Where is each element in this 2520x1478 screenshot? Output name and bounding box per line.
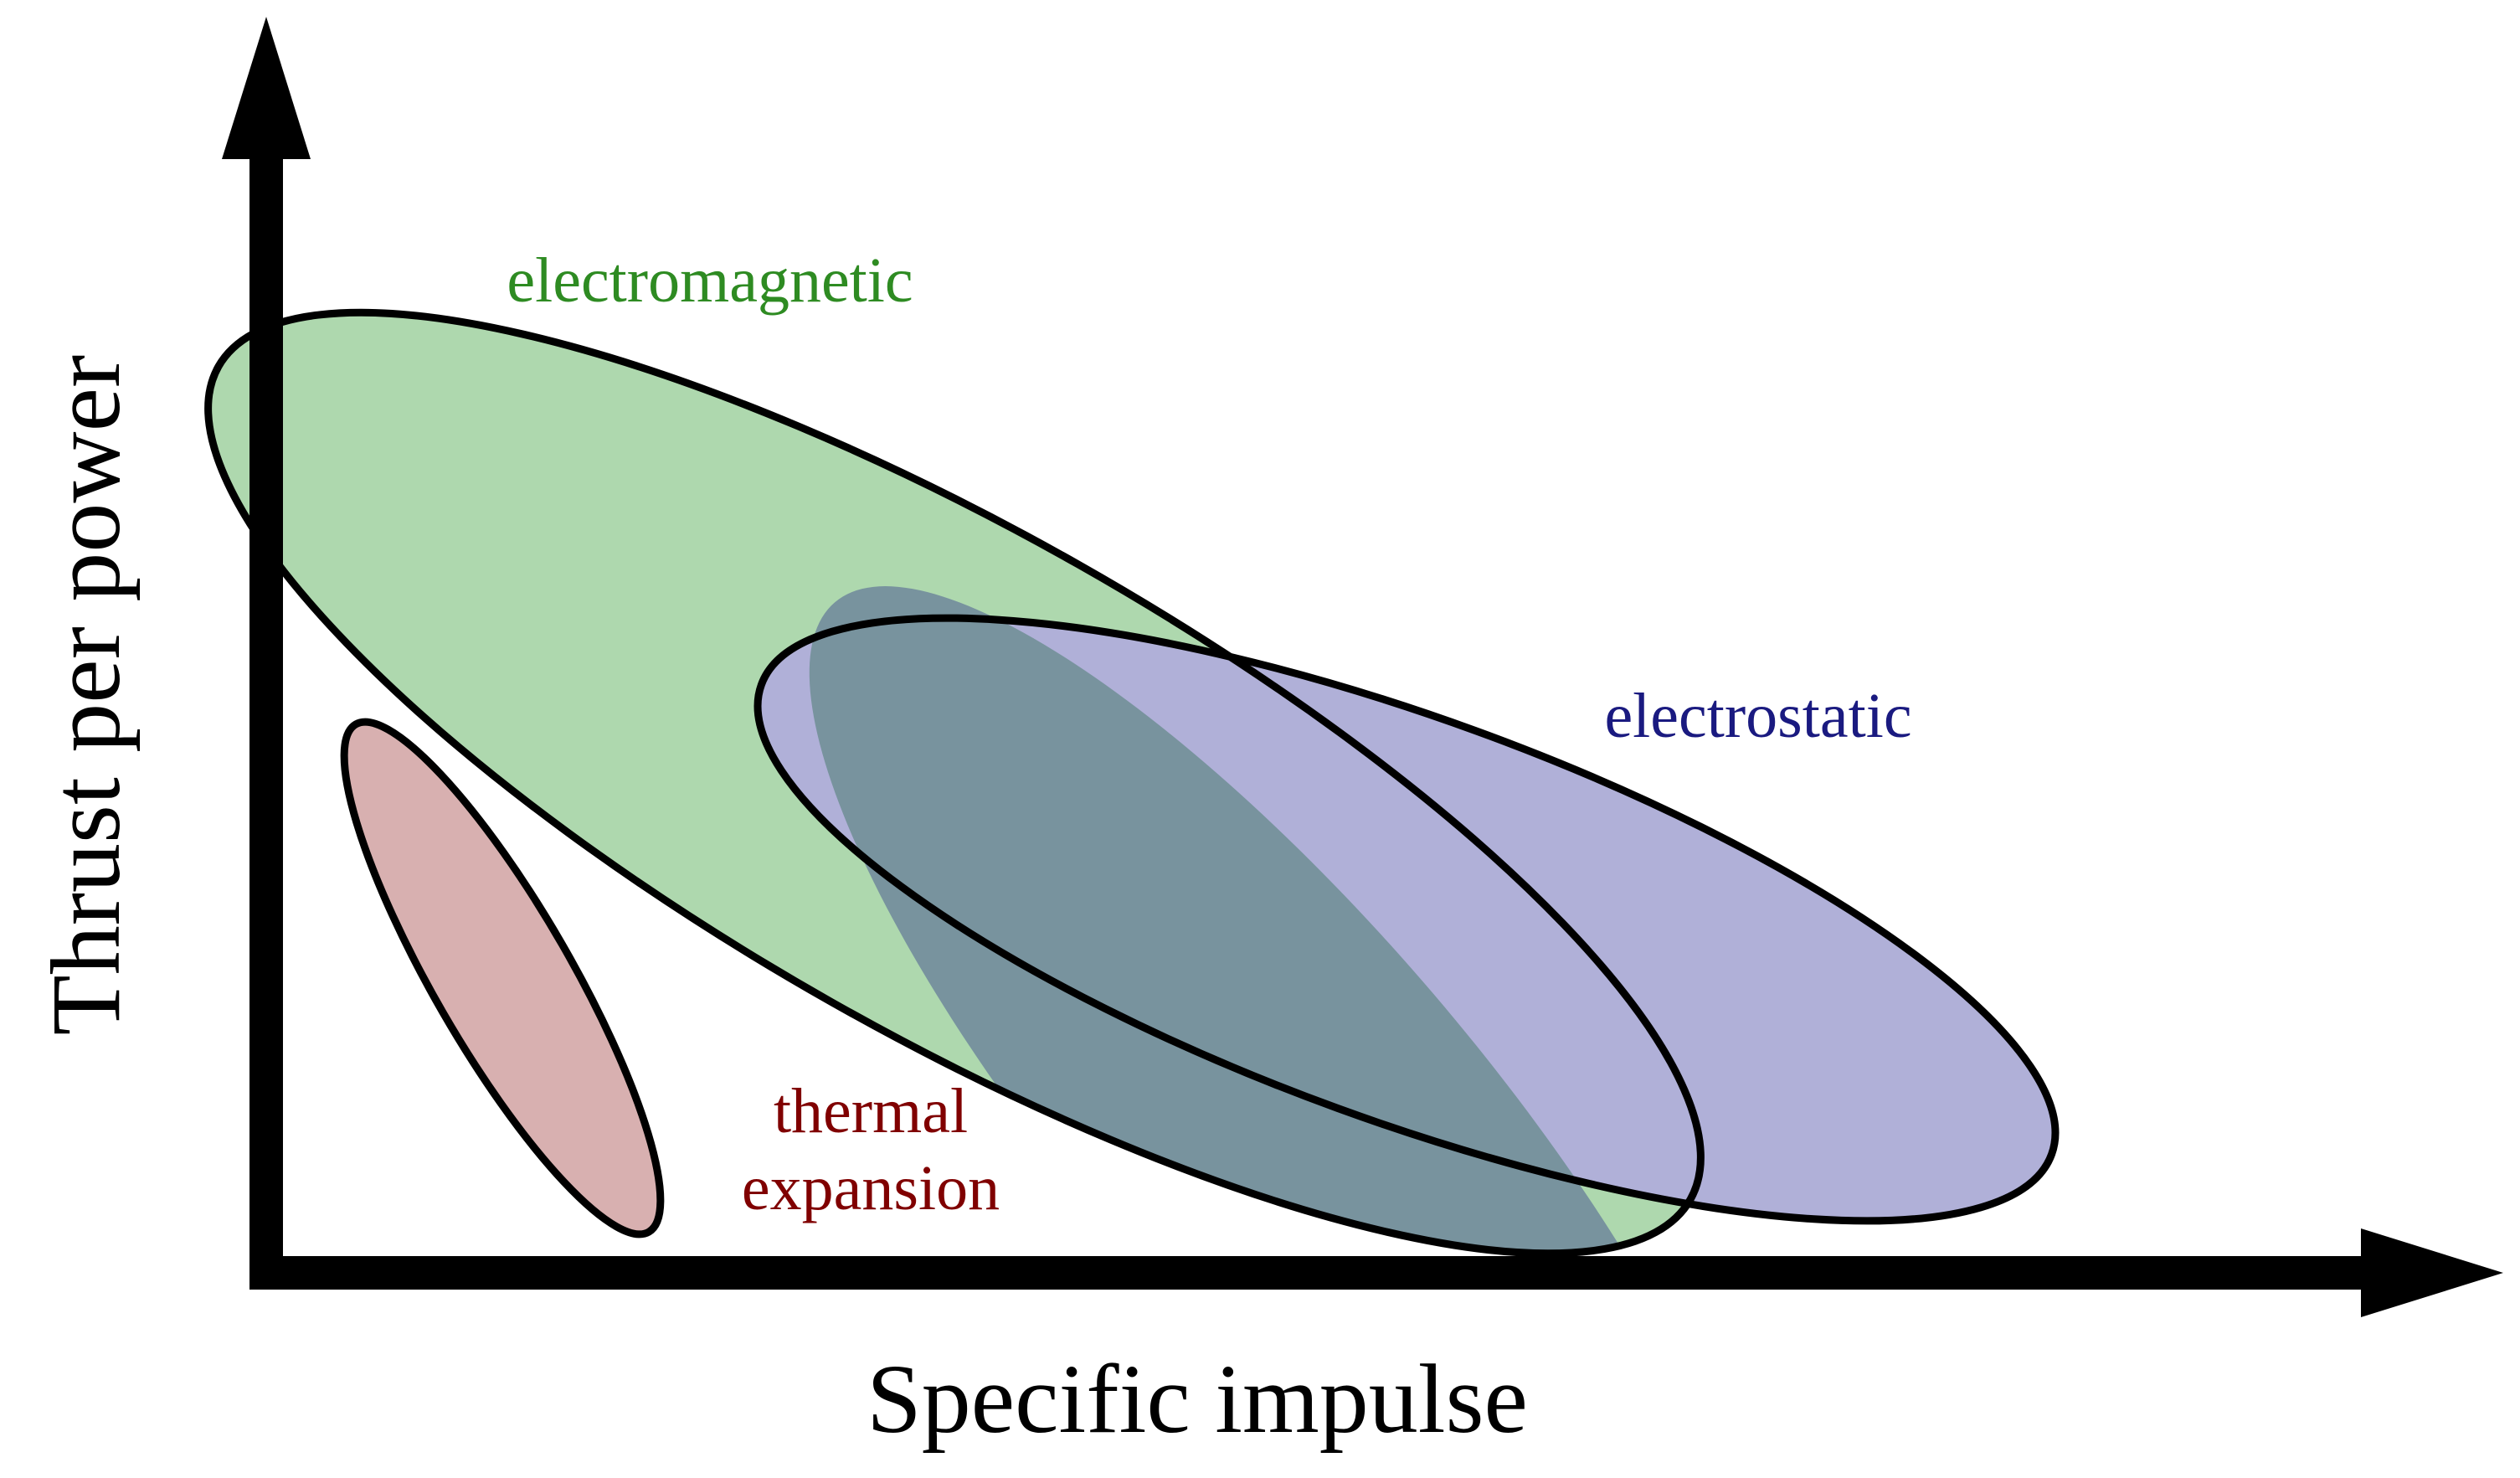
x-axis-arrowhead xyxy=(2361,1228,2503,1317)
axes xyxy=(222,17,2503,1317)
electrostatic-label: electrostatic xyxy=(1604,681,1911,751)
electromagnetic-outline xyxy=(204,308,1705,1258)
thermal-label: thermal xyxy=(774,1076,968,1146)
thermal-expansion-outline xyxy=(340,718,665,1239)
electromagnetic-label: electromagnetic xyxy=(507,245,913,316)
y-axis-arrowhead xyxy=(222,17,311,159)
thermal-expansion-region xyxy=(344,722,661,1234)
expansion-label: expansion xyxy=(742,1153,1000,1223)
overlap-region xyxy=(681,471,1701,1254)
electrostatic-outline xyxy=(753,614,2060,1225)
y-axis-label: Thrust per power xyxy=(31,355,141,1036)
x-axis-label: Specific impulse xyxy=(867,1344,1528,1454)
